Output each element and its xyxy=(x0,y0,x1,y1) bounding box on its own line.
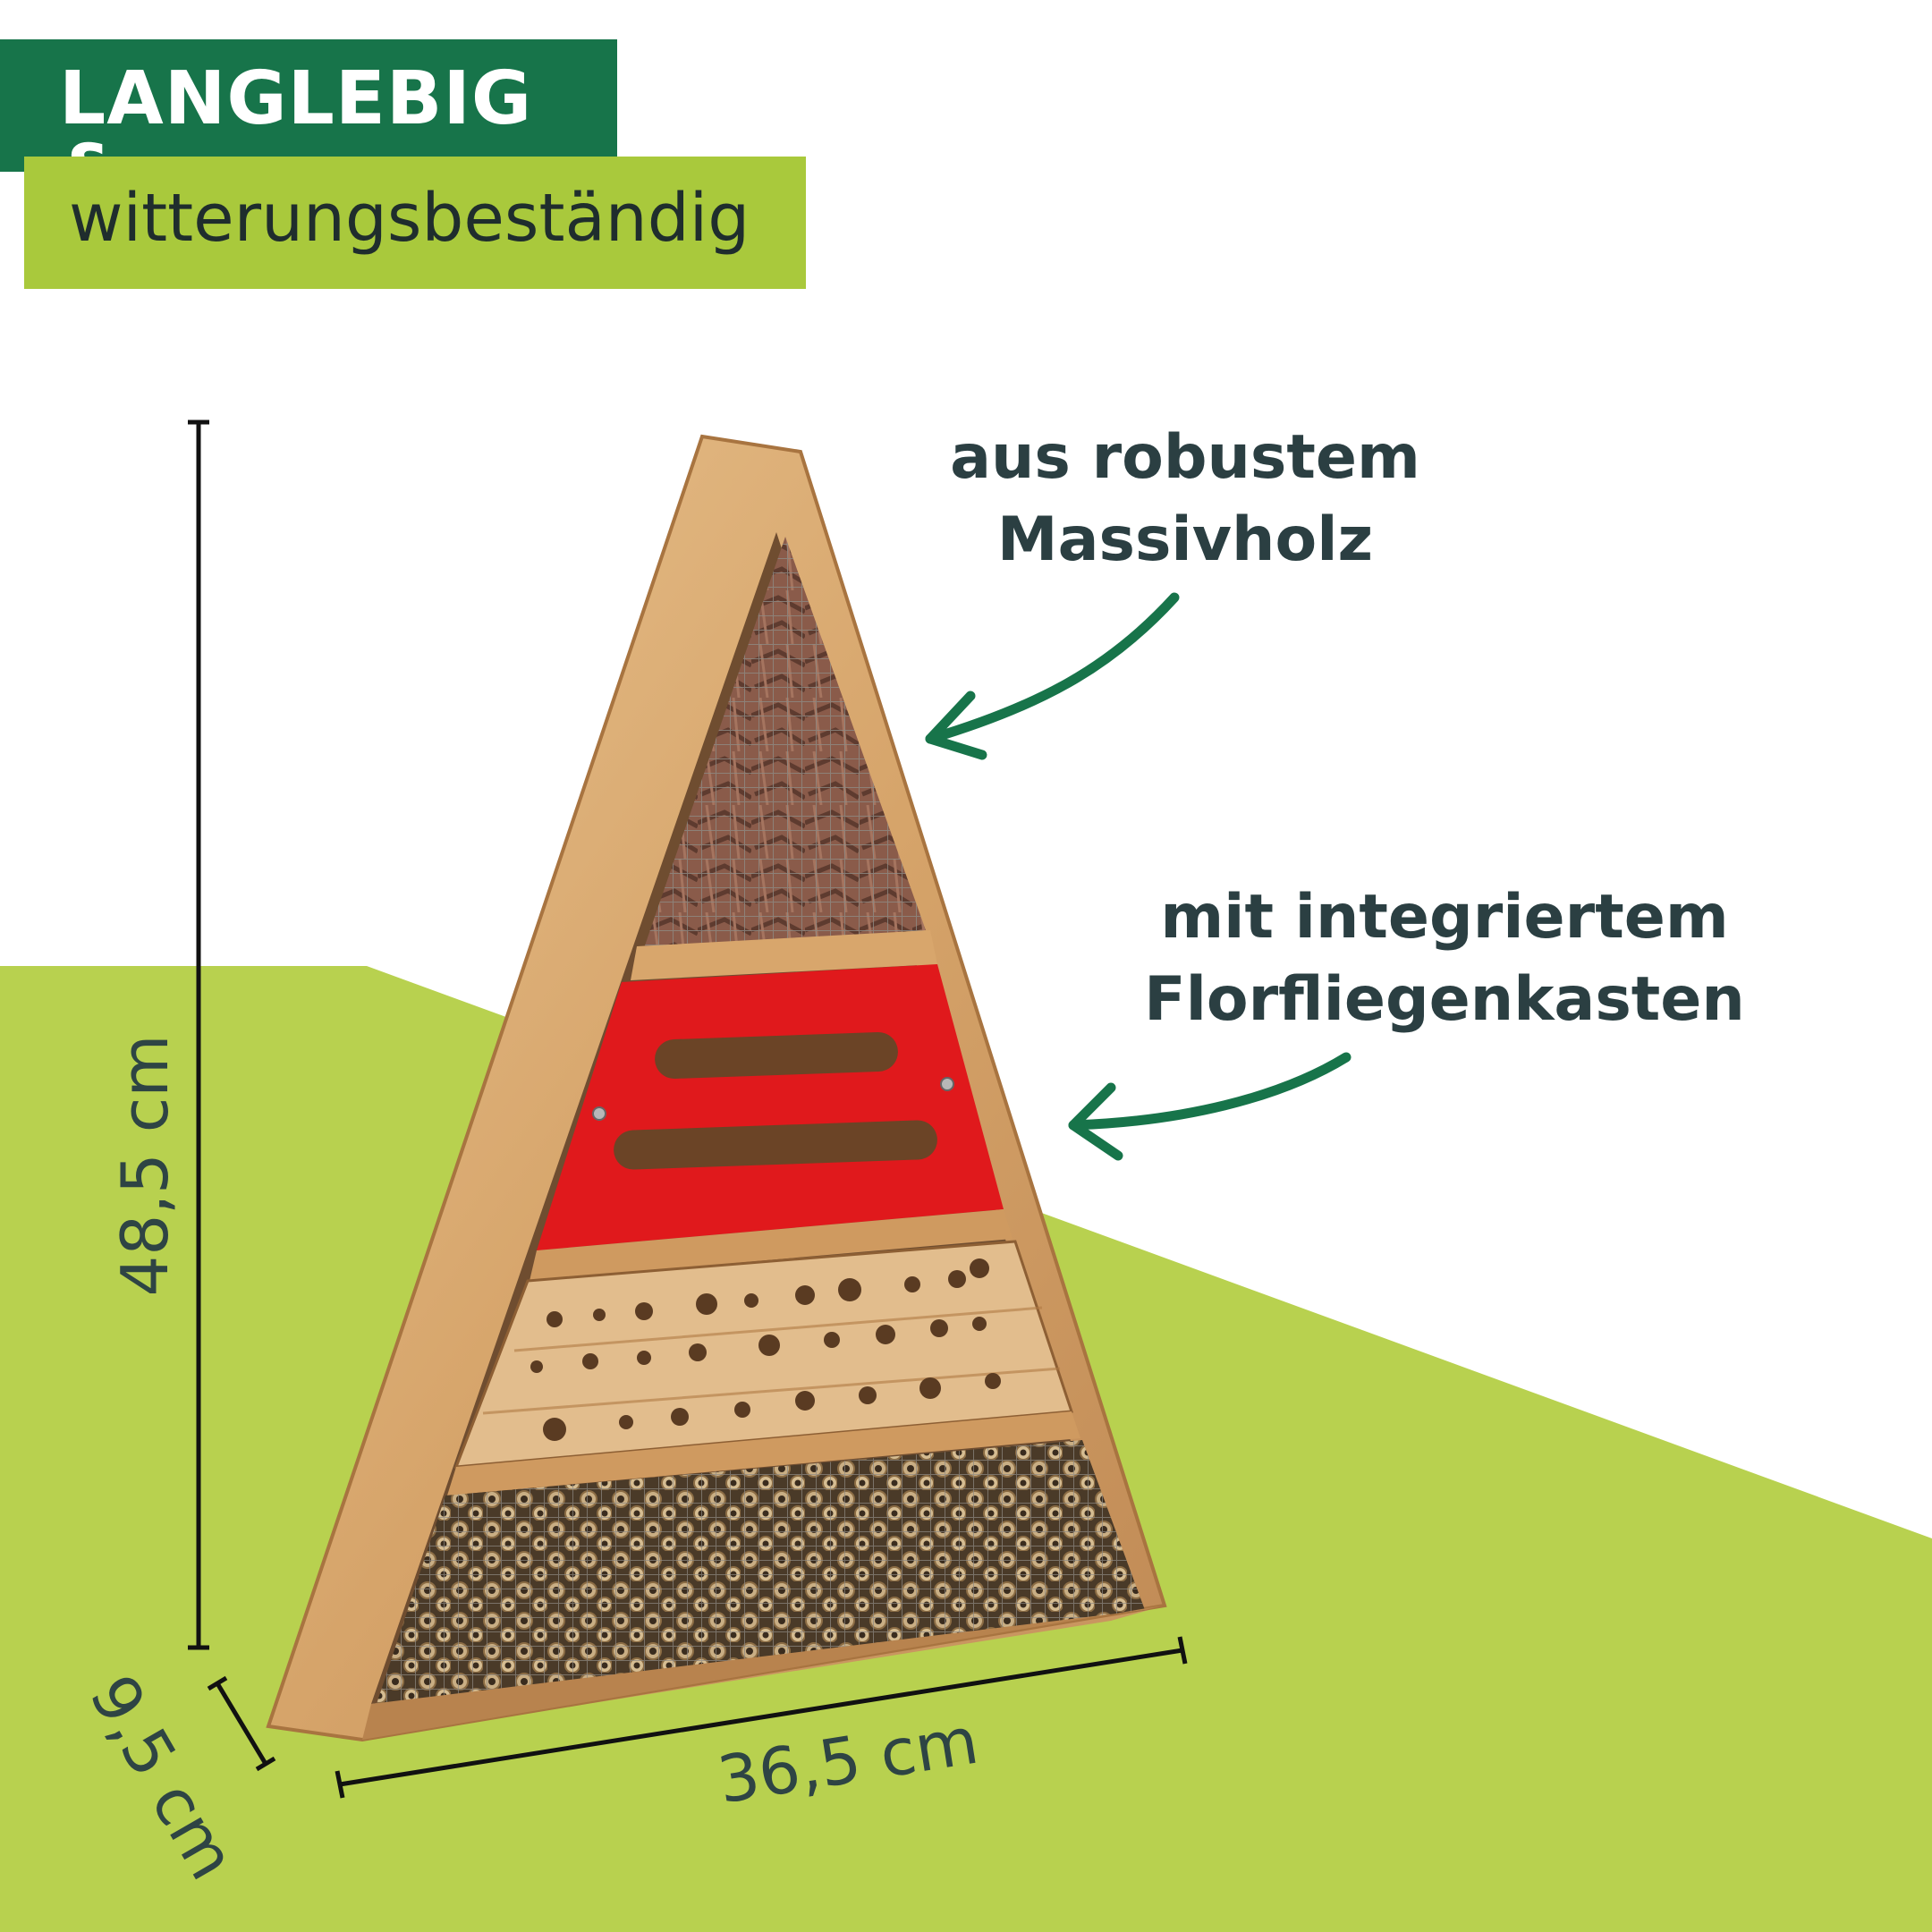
lacewing-slot-2 xyxy=(614,1120,937,1170)
callout-wood-line2: Massivholz xyxy=(996,504,1374,575)
lacewing-slot-1 xyxy=(655,1032,898,1079)
callout-box-line2: Florfliegenkasten xyxy=(1144,964,1745,1035)
callout-wood: aus robustem Massivholz xyxy=(912,417,1458,581)
height-label: 48,5 cm xyxy=(107,1034,182,1297)
subline-text: witterungsbeständig xyxy=(69,180,750,257)
subline-banner: witterungsbeständig xyxy=(24,157,806,289)
callout-box: mit integriertem Florfliegenkasten xyxy=(1118,877,1771,1041)
drilled-holes xyxy=(530,1258,1001,1441)
shelf-2 xyxy=(530,1209,1013,1281)
arrow-box xyxy=(1068,1052,1352,1161)
callout-box-line1: mit integriertem xyxy=(1160,882,1729,953)
shelf-3 xyxy=(447,1411,1080,1496)
mesh-bottom xyxy=(376,1440,1145,1707)
headline-banner: LANGLEBIG & xyxy=(0,39,617,209)
callout-wood-line1: aus robustem xyxy=(950,422,1420,493)
mesh-top xyxy=(644,537,926,948)
screw-right xyxy=(940,1077,954,1091)
width-dimension-line xyxy=(339,1648,1183,1787)
depth-dimension-line xyxy=(215,1682,268,1766)
base-plank xyxy=(362,1606,1163,1740)
screw-left xyxy=(592,1106,606,1121)
dimension-lines xyxy=(188,419,1188,1799)
shelf-1 xyxy=(631,930,937,980)
arrow-wood xyxy=(925,592,1180,760)
insect-hotel xyxy=(266,434,1167,1742)
